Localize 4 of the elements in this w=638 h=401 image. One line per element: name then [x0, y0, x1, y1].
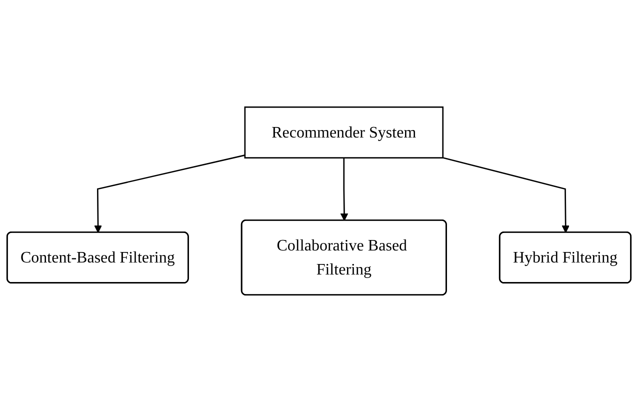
arrow: [340, 157, 348, 220]
arrow: [442, 156, 570, 232]
arrow: [94, 154, 246, 232]
node-box: Recommender System: [244, 106, 444, 158]
